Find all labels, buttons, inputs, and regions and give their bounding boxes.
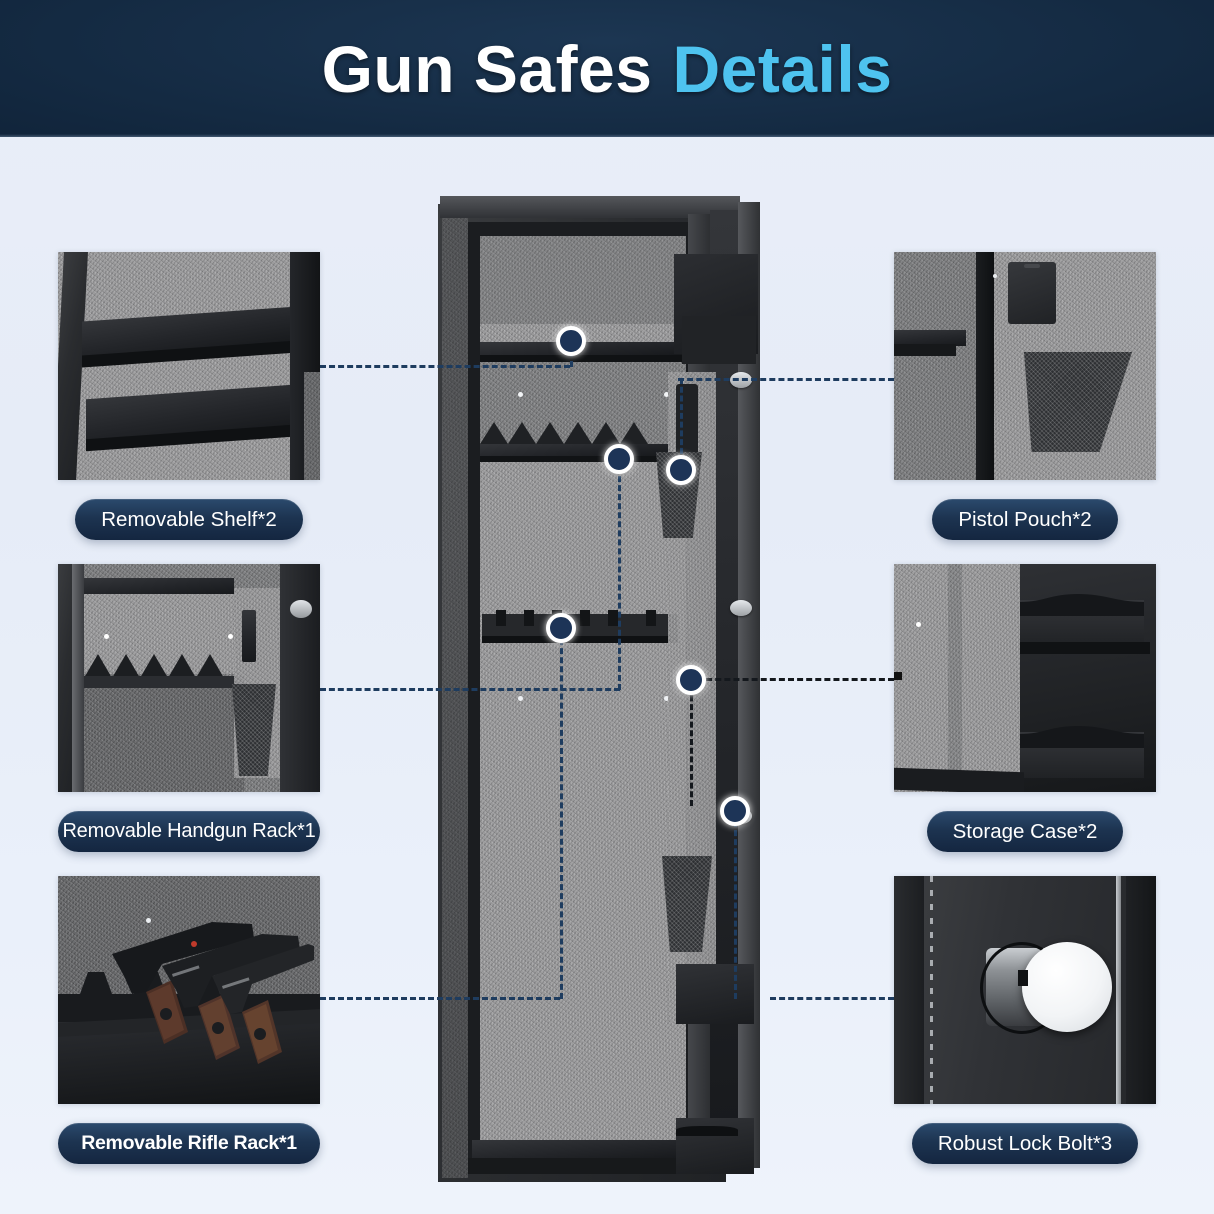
feature-card-storage-case[interactable]: Storage Case*2 [894,564,1156,852]
leader-line-pistol-pouch-v [680,378,683,480]
leader-line-storage-case [688,678,894,681]
feature-photo-storage-case [894,564,1156,792]
feature-card-removable-shelf[interactable]: Removable Shelf*2 [58,252,320,540]
storage-case-wave-icon [1020,726,1144,748]
feature-photo-pistol-pouch [894,252,1156,480]
handgun-rack-teeth [480,422,660,444]
callout-dot-handgun-rack[interactable] [604,444,634,474]
rifle-rack-slots [496,610,656,626]
handgun-rack-teeth-icon [84,654,236,678]
leader-line-pistol-pouch [678,378,894,381]
page-title-accent: Details [672,31,893,106]
callout-dot-lock-bolt[interactable] [720,796,750,826]
feature-card-removable-handgun-rack[interactable]: Removable Handgun Rack*1 [58,564,320,852]
feature-label-pistol-pouch: Pistol Pouch*2 [932,499,1118,540]
feature-card-pistol-pouch[interactable]: Pistol Pouch*2 [894,252,1156,540]
feature-label-removable-handgun-rack: Removable Handgun Rack*1 [58,811,320,852]
leader-line-lock-bolt-v [734,812,737,999]
feature-label-storage-case: Storage Case*2 [926,811,1124,852]
feature-photo-robust-lock-bolt [894,876,1156,1104]
callout-dot-removable-shelf[interactable] [556,326,586,356]
callout-dot-rifle-rack[interactable] [546,613,576,643]
lock-bolt-face-icon [1022,942,1112,1032]
leader-line-storage-case-v [690,678,693,806]
leader-line-lock-bolt [770,997,894,1000]
storage-case-wave-icon [1020,594,1144,616]
leader-line-handgun-rack [320,688,620,691]
feature-label-removable-shelf: Removable Shelf*2 [75,499,303,540]
callout-dot-storage-case[interactable] [676,665,706,695]
callout-dot-pistol-pouch[interactable] [666,455,696,485]
feature-card-robust-lock-bolt[interactable]: Robust Lock Bolt*3 [894,876,1156,1164]
feature-photo-removable-handgun-rack [58,564,320,792]
page-header: Gun Safes Details [0,0,1214,137]
product-image-gun-safe [438,196,776,1182]
pistols-icon [112,922,314,1064]
feature-label-removable-rifle-rack: Removable Rifle Rack*1 [58,1123,320,1164]
lock-bolt-icon [730,600,752,616]
leader-line-rifle-rack [320,997,560,1000]
leader-line-handgun-rack-v [618,458,621,690]
feature-label-robust-lock-bolt: Robust Lock Bolt*3 [911,1123,1139,1164]
leader-line-removable-shelf [320,365,570,368]
feature-photo-removable-shelf [58,252,320,480]
leader-line-rifle-rack-v [560,630,563,999]
page-title: Gun Safes Details [0,0,1214,137]
page-title-main: Gun Safes [321,31,653,106]
feature-card-removable-rifle-rack[interactable]: Removable Rifle Rack*1 [58,876,320,1164]
feature-photo-removable-rifle-rack [58,876,320,1104]
